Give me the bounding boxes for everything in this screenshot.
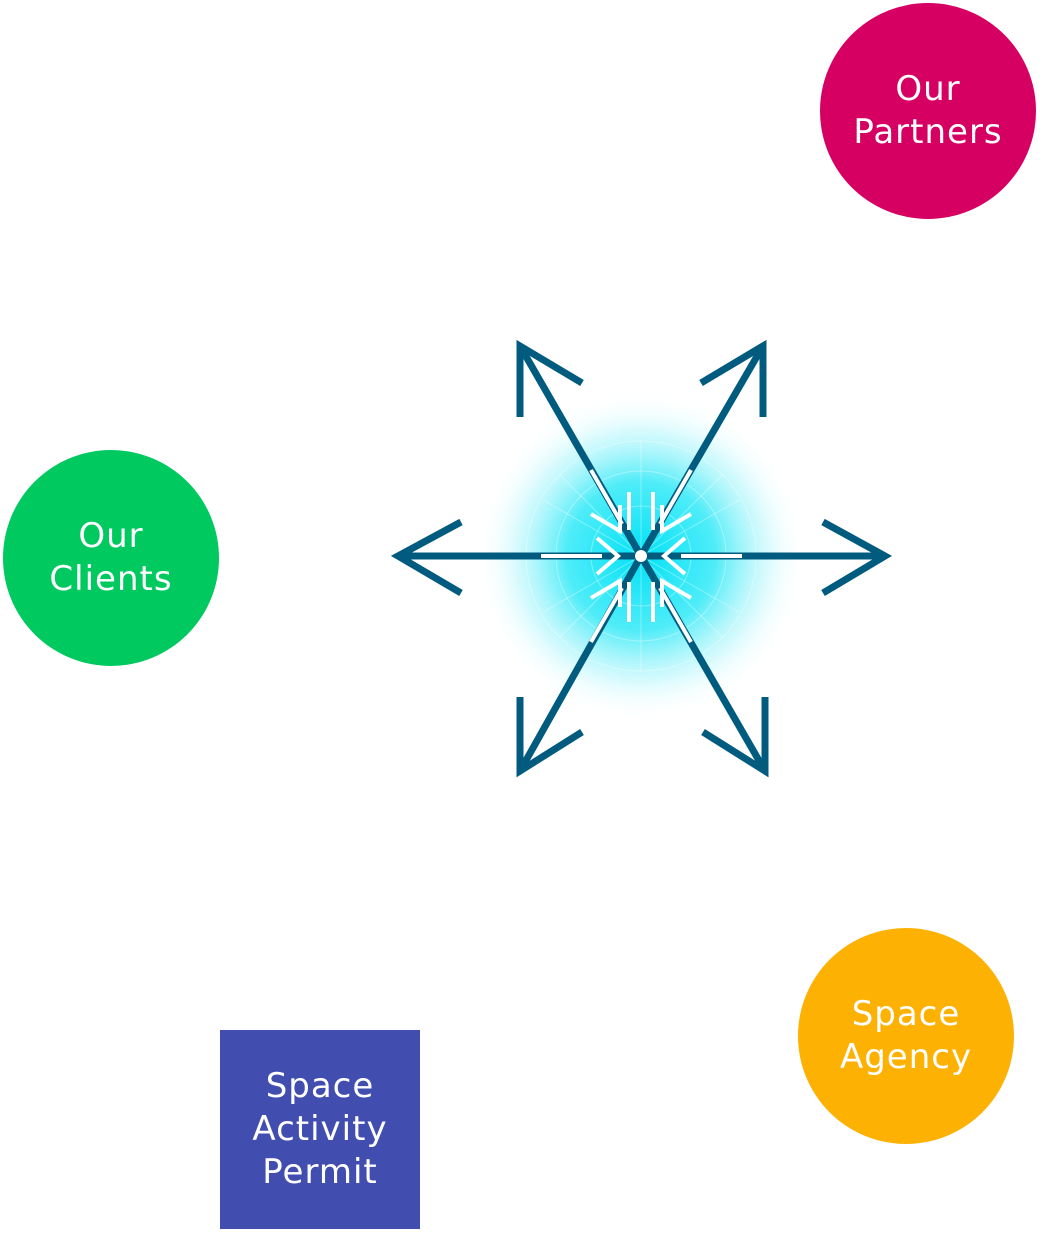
inward-chevrons	[589, 505, 693, 607]
inner-markers	[541, 469, 742, 643]
our-partners-label: Our Partners	[853, 69, 1003, 152]
space-activity-permit-node: Space Activity Permit	[220, 1030, 420, 1229]
our-clients-node: Our Clients	[3, 450, 219, 666]
space-agency-label: Space Agency	[839, 994, 973, 1077]
our-clients-label: Our Clients	[49, 516, 173, 599]
space-agency-node: Space Agency	[798, 928, 1014, 1144]
hub-center-dot	[635, 550, 647, 562]
space-activity-permit-label: Space Activity Permit	[252, 1066, 388, 1192]
our-partners-node: Our Partners	[820, 3, 1036, 219]
